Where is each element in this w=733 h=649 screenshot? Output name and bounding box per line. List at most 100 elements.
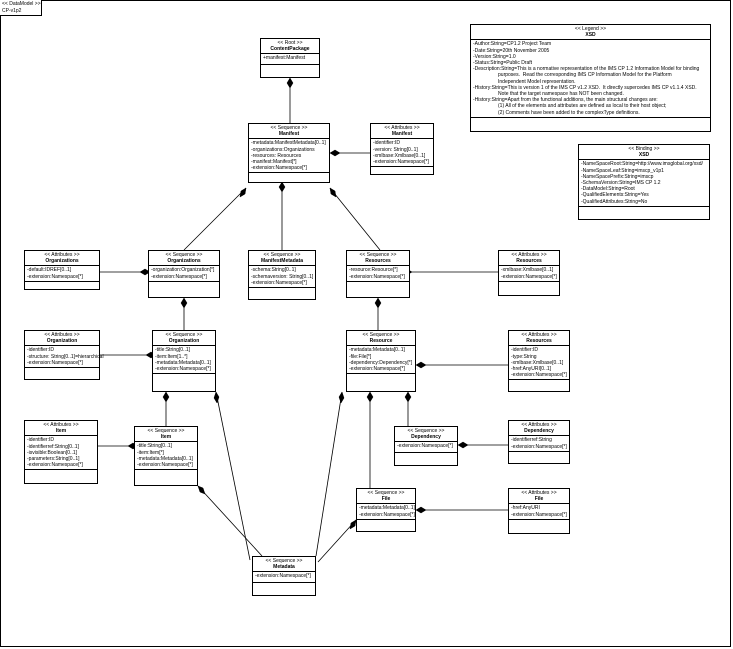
class-attribute: -schema:String[0..1] (251, 267, 296, 274)
note-lines: -Author:String=CP1.2 Project Team-Date:S… (471, 40, 710, 118)
class-stereotype: << Attributes >> (44, 252, 80, 258)
frame-stereotype: << DataModel >> (2, 1, 41, 7)
class-resource[interactable]: << Sequence >>Resource-metadata:Metadata… (346, 330, 416, 392)
note-line: -Version:String=1.0 (473, 53, 516, 60)
class-name: Organizations (167, 258, 201, 265)
class-item-attributes[interactable]: << Attributes >>Item-identifier:ID-ident… (24, 420, 98, 484)
class-attribute: -identifier:ID (27, 347, 54, 354)
class-header: << Attributes >>File (509, 489, 569, 505)
class-resources-attributes[interactable]: << Attributes >>Resources-xmlbase:Xmlbas… (498, 250, 560, 296)
diamond-resources-res (374, 297, 382, 309)
class-header: << Sequence >>Organization (153, 331, 215, 347)
note-operations (471, 118, 710, 126)
binding-box[interactable]: << Binding >>XSD-NameSpaceRoot:String=ht… (578, 144, 710, 220)
class-manifestmetadata[interactable]: << Sequence >>ManifestMetadata-schema:St… (248, 250, 316, 300)
class-attribute: -metadata:Metadata[0..1] (155, 359, 211, 366)
class-stereotype: << Attributes >> (384, 125, 420, 131)
class-manifest-attributes[interactable]: << Attributes >>Manifest-identifier:ID-v… (370, 123, 434, 175)
class-header: << Attributes >>Item (25, 421, 97, 437)
class-name: Metadata (273, 564, 295, 571)
class-attributes: -title:String[0..1]-item:Item[*]-metadat… (135, 442, 197, 471)
class-contentpackage[interactable]: << Root >>ContentPackage+manifest:Manife… (260, 38, 320, 78)
class-operations (371, 167, 433, 175)
diamond-contentpackage (286, 77, 294, 89)
class-operations (25, 282, 99, 290)
class-attribute: -default:IDREF[0..1] (27, 267, 72, 274)
class-file[interactable]: << Sequence >>File-metadata:Metadata[0..… (356, 488, 416, 532)
class-attribute: -extension:Namespace[*] (251, 279, 307, 286)
class-organizations[interactable]: << Sequence >>Organizations-organization… (148, 250, 220, 298)
class-dependency-attributes[interactable]: << Attributes >>Dependency-identifierref… (508, 420, 570, 464)
class-attribute: -extension:Namespace[*] (511, 511, 567, 518)
diamond-organizations-org (180, 297, 188, 309)
class-stereotype: << Attributes >> (521, 490, 557, 496)
class-operations (357, 520, 415, 528)
edge-item-metadata (197, 485, 263, 557)
class-header: << Root >>ContentPackage (261, 39, 319, 55)
class-attributes: -resource:Resource[*]-extension:Namespac… (347, 266, 409, 282)
note-operations (579, 207, 709, 215)
class-stereotype: << Attributes >> (43, 422, 79, 428)
class-dependency[interactable]: << Sequence >>Dependency-extension:Names… (394, 426, 458, 466)
note-name: XSD (638, 152, 650, 159)
note-line: (1) All of the elements and attributes a… (473, 103, 667, 110)
note-lines: -NameSpaceRoot:String=http://www.imsglob… (579, 160, 709, 207)
class-name: Item (160, 434, 172, 441)
class-operations (153, 374, 215, 382)
class-attribute: -resource:Resource[*] (349, 267, 398, 274)
class-manifest[interactable]: << Sequence >>Manifest-metadata:Manifest… (248, 123, 330, 183)
class-operations (509, 380, 569, 388)
class-name: File (534, 496, 544, 503)
diamond-manifest-meta (278, 181, 286, 193)
note-line: -Author:String=CP1.2 Project Team (473, 41, 552, 48)
class-attributes: -identifier:ID-type:String-xmlbase:Xmlba… (509, 346, 569, 381)
note-line: -SchemaVersion:String=IMS CP 1.2 (581, 180, 661, 187)
class-attributes: +manifest:Manifest (261, 54, 319, 66)
class-organization[interactable]: << Sequence >>Organization-title:String[… (152, 330, 216, 392)
class-attribute: -version: String[0..1] (373, 146, 418, 153)
note-line: -QualifiedAttributes:String=No (581, 198, 648, 205)
class-operations (509, 520, 569, 528)
class-header: << Sequence >>Organizations (149, 251, 219, 267)
class-organizations-attributes[interactable]: << Attributes >>Organizations-default:ID… (24, 250, 100, 290)
legend-box[interactable]: << Legend >>XSD-Author:String=CP1.2 Proj… (470, 24, 711, 132)
class-resource-attributes[interactable]: << Attributes >>Resources-identifier:ID-… (508, 330, 570, 392)
class-stereotype: << Sequence >> (165, 332, 203, 338)
diamond-resource-dep (404, 391, 412, 403)
class-file-attributes[interactable]: << Attributes >>File-href:AnyURI-extensi… (508, 488, 570, 534)
class-stereotype: << Attributes >> (521, 332, 557, 338)
class-organization-attributes[interactable]: << Attributes >>Organization-identifier:… (24, 330, 104, 380)
class-name: Resources (516, 258, 542, 265)
class-operations (395, 453, 457, 461)
class-attribute: -extension:Namespace[*] (349, 366, 405, 373)
class-item[interactable]: << Sequence >>Item-title:String[0..1]-it… (134, 426, 198, 486)
class-stereotype: << Attributes >> (521, 422, 557, 428)
class-attribute: -manifest:Manifest[*] (251, 159, 297, 166)
class-attribute: -extension:Namespace[*] (501, 273, 557, 280)
note-name: XSD (585, 32, 596, 39)
class-name: File (381, 496, 391, 503)
diamond-file-meta (349, 519, 357, 530)
class-stereotype: << Sequence >> (165, 252, 203, 258)
class-attribute: -isvisible:Boolean[0..1] (27, 449, 78, 456)
class-attributes: -identifier:ID-identifierref:String[0..1… (25, 436, 97, 471)
class-metadata[interactable]: << Sequence >>Metadata-extension:Namespa… (252, 556, 316, 596)
class-attribute: -xmlbase:Xmlbase[0..1] (373, 152, 426, 159)
class-attribute: -identifierref:String[0..1] (27, 443, 79, 450)
class-header: << Attributes >>Manifest (371, 124, 433, 140)
class-attribute: -identifier:ID (373, 140, 400, 147)
class-operations (261, 65, 319, 73)
note-line: -Date:String=20th November 2005 (473, 47, 550, 54)
class-resources[interactable]: << Sequence >>Resources-resource:Resourc… (346, 250, 410, 298)
class-attribute: -href:AnyURI (511, 505, 540, 512)
class-attributes: -metadata:Metadata[0..1]-file:File[*]-de… (347, 346, 415, 375)
class-name: Resources (365, 258, 391, 265)
diamond-organization-meta (213, 391, 220, 404)
diamond-manifest-org (239, 187, 247, 198)
class-attribute: -identifier:ID (27, 437, 54, 444)
class-stereotype: << Attributes >> (44, 332, 80, 338)
class-attribute: -identifierref:String (511, 437, 552, 444)
class-header: << Sequence >>Manifest (249, 124, 329, 140)
class-header: << Attributes >>Organization (25, 331, 99, 347)
